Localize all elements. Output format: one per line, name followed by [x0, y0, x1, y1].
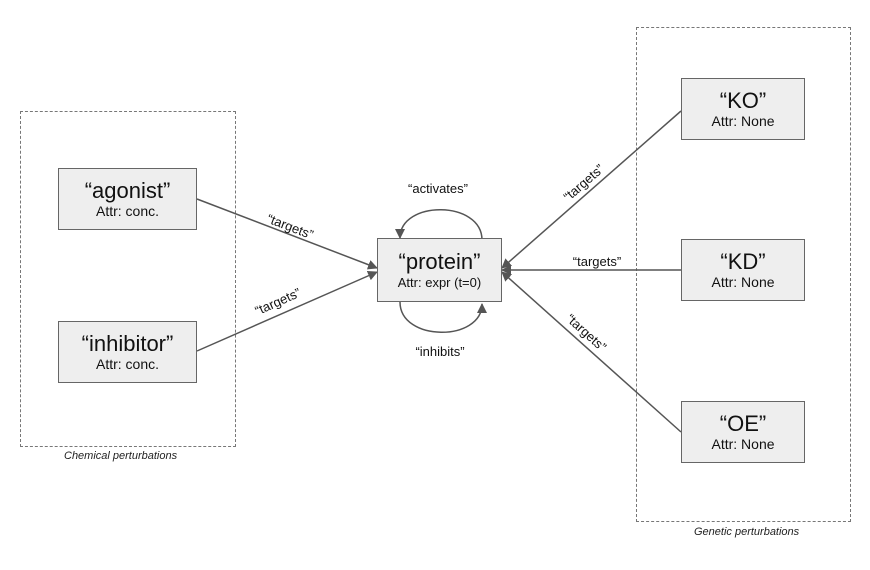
node-protein[interactable]: “protein” Attr: expr (t=0) [377, 238, 502, 302]
genetic-perturbations-label: Genetic perturbations [694, 526, 800, 538]
node-ko-attr: Attr: None [711, 112, 775, 129]
node-kd-name: “KD” [720, 248, 766, 274]
chemical-perturbations-label: Chemical perturbations [64, 450, 178, 462]
node-ko[interactable]: “KO” Attr: None [681, 78, 805, 140]
node-inhibitor[interactable]: “inhibitor” Attr: conc. [58, 321, 197, 383]
edge-agonist-protein [196, 198, 378, 270]
genetic-perturbations-group [636, 27, 851, 522]
node-ko-name: “KO” [719, 87, 767, 113]
node-inhibitor-attr: Attr: conc. [95, 355, 160, 372]
node-kd[interactable]: “KD” Attr: None [681, 239, 805, 301]
chemical-perturbations-group [20, 111, 236, 447]
node-oe-name: “OE” [719, 410, 767, 436]
node-protein-name: “protein” [398, 248, 481, 274]
label-activates: “activates” [408, 181, 468, 196]
edge-activates-loop [395, 209, 483, 241]
node-oe[interactable]: “OE” Attr: None [681, 401, 805, 463]
node-protein-attr: Attr: expr (t=0) [397, 274, 482, 290]
label-kd-targets: “targets” [573, 254, 621, 269]
node-agonist[interactable]: “agonist” Attr: conc. [58, 168, 197, 230]
node-oe-attr: Attr: None [711, 435, 775, 452]
edge-inhibitor-protein [196, 271, 378, 352]
edge-oe-protein [501, 271, 682, 433]
node-agonist-name: “agonist” [84, 177, 171, 203]
node-agonist-attr: Attr: conc. [95, 202, 160, 219]
label-inhibitor-targets: “targets” [253, 285, 303, 318]
node-kd-attr: Attr: None [711, 273, 775, 290]
edge-inhibits-loop [399, 301, 487, 333]
label-agonist-targets: “targets” [265, 211, 316, 242]
label-inhibits: “inhibits” [415, 344, 464, 359]
edge-ko-protein [501, 110, 682, 269]
node-inhibitor-name: “inhibitor” [81, 330, 174, 356]
